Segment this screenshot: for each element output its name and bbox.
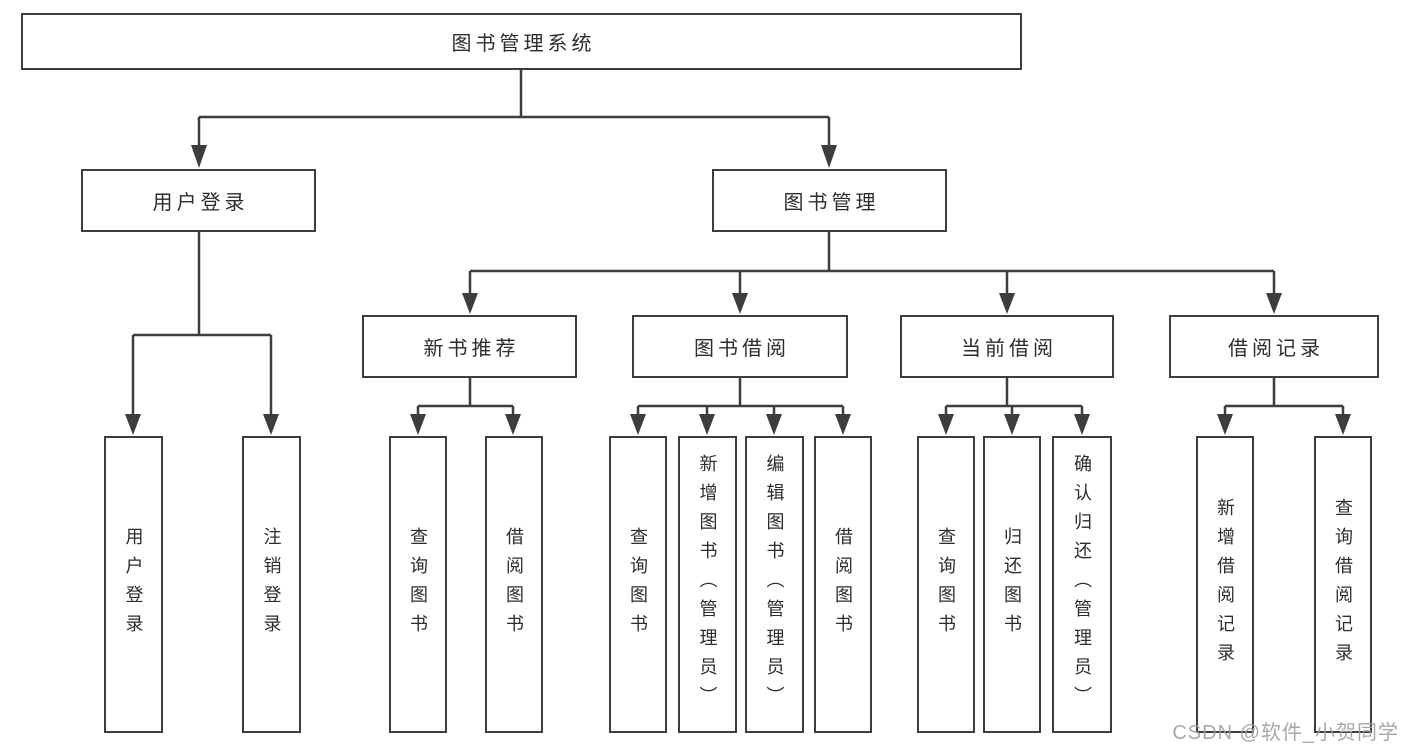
leaf-add-books-admin: 新增图书（管理员） [678, 436, 737, 733]
leaf-query-books-borrow: 查询图书 [609, 436, 667, 733]
node-book-management: 图书管理 [712, 169, 947, 232]
leaf-confirm-return-admin-label: 确认归还（管理员） [1072, 454, 1092, 715]
leaf-edit-books-admin-label: 编辑图书（管理员） [764, 454, 785, 715]
leaf-query-books-recommend: 查询图书 [389, 436, 447, 733]
leaf-query-books-borrow-label: 查询图书 [628, 526, 648, 643]
arrowhead [630, 414, 646, 435]
leaf-add-books-admin-label: 新增图书（管理员） [697, 454, 718, 715]
node-new-book-recommend-label: 新书推荐 [423, 338, 520, 360]
leaf-user-login: 用户登录 [104, 436, 163, 733]
connector-new-book-children [410, 377, 521, 435]
arrowhead [732, 293, 748, 314]
arrowhead [1074, 414, 1090, 435]
arrowhead [505, 414, 521, 435]
leaf-return-books-label: 归还图书 [1002, 526, 1022, 643]
arrowhead [766, 414, 782, 435]
leaf-user-login-label: 用户登录 [123, 526, 144, 643]
arrowhead [699, 414, 715, 435]
connector-root-to-level2 [191, 70, 837, 168]
leaf-logout: 注销登录 [242, 436, 301, 733]
leaf-return-books: 归还图书 [983, 436, 1041, 733]
node-borrow-record-label: 借阅记录 [1228, 338, 1324, 360]
arrowhead [191, 145, 207, 168]
arrowhead [1266, 293, 1282, 314]
leaf-confirm-return-admin: 确认归还（管理员） [1052, 436, 1112, 733]
leaf-borrow-books-label: 借阅图书 [833, 526, 853, 643]
connector-book-borrow-children [630, 377, 851, 435]
node-new-book-recommend: 新书推荐 [362, 315, 577, 378]
node-user-login: 用户登录 [81, 169, 316, 232]
arrowhead [1335, 414, 1351, 435]
node-library-system: 图书管理系统 [21, 13, 1022, 70]
arrowhead [125, 414, 141, 435]
node-library-system-label: 图书管理系统 [451, 33, 596, 55]
leaf-query-borrow-record-label: 查询借阅记录 [1333, 497, 1353, 672]
csdn-watermark: CSDN @软件_小贺同学 [1172, 722, 1399, 744]
connector-current-borrow-children [938, 377, 1090, 435]
arrowhead [1217, 414, 1233, 435]
leaf-borrow-books-recommend: 借阅图书 [485, 436, 543, 733]
leaf-borrow-books: 借阅图书 [814, 436, 872, 733]
leaf-borrow-books-recommend-label: 借阅图书 [504, 526, 524, 643]
leaf-query-books-current: 查询图书 [917, 436, 975, 733]
leaf-query-books-recommend-label: 查询图书 [408, 526, 428, 643]
arrowhead [821, 145, 837, 168]
node-current-borrow: 当前借阅 [900, 315, 1114, 378]
node-book-borrow: 图书借阅 [632, 315, 848, 378]
node-book-borrow-label: 图书借阅 [694, 338, 790, 360]
arrowhead [938, 414, 954, 435]
leaf-query-books-current-label: 查询图书 [936, 526, 956, 643]
leaf-logout-label: 注销登录 [261, 526, 282, 643]
connector-book-management-children [462, 232, 1282, 314]
arrowhead [462, 293, 478, 314]
arrowhead [1004, 414, 1020, 435]
node-user-login-label: 用户登录 [152, 192, 249, 214]
connector-borrow-record-children [1217, 377, 1351, 435]
arrowhead [835, 414, 851, 435]
arrowhead [999, 293, 1015, 314]
arrowhead [263, 414, 279, 435]
leaf-add-borrow-record-label: 新增借阅记录 [1215, 497, 1235, 672]
node-borrow-record: 借阅记录 [1169, 315, 1379, 378]
node-current-borrow-label: 当前借阅 [961, 338, 1057, 360]
node-book-management-label: 图书管理 [783, 192, 880, 214]
leaf-query-borrow-record: 查询借阅记录 [1314, 436, 1372, 733]
leaf-edit-books-admin: 编辑图书（管理员） [745, 436, 804, 733]
connector-user-login-children [125, 232, 279, 435]
leaf-add-borrow-record: 新增借阅记录 [1196, 436, 1254, 733]
arrowhead [410, 414, 426, 435]
